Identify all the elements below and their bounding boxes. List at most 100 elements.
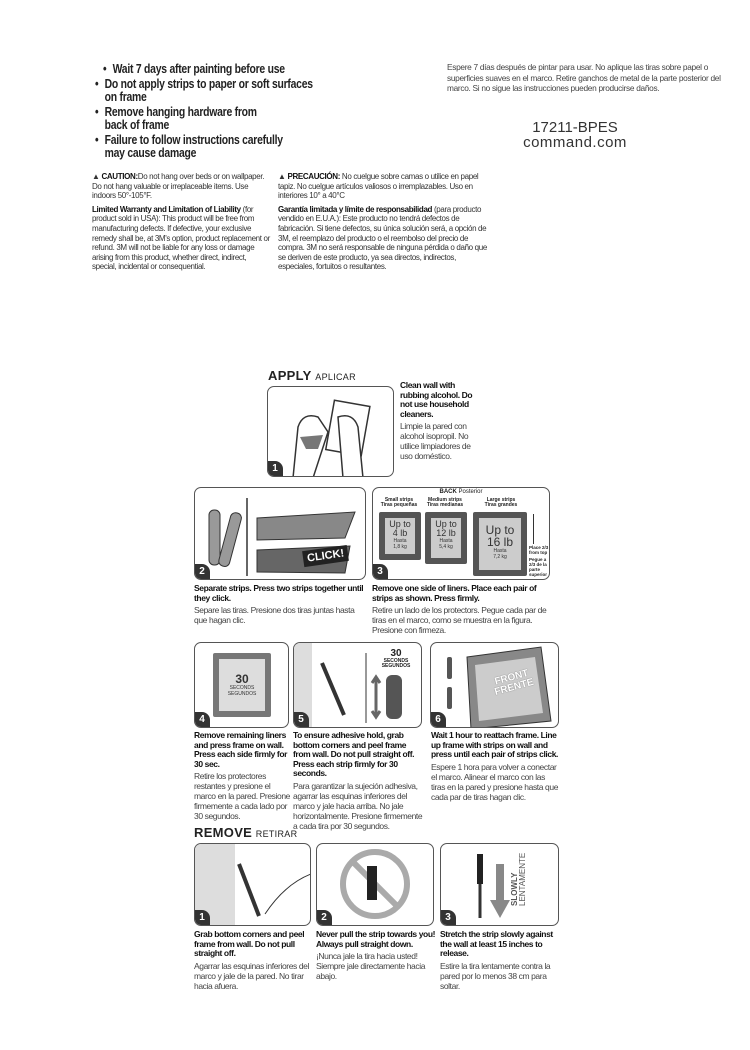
small-strips-es: Tiras pequeñas bbox=[380, 502, 418, 508]
hasta-label: Hasta bbox=[493, 548, 507, 554]
seconds-number: 30 bbox=[390, 648, 402, 659]
small-strips-en: Small strips bbox=[384, 497, 414, 503]
back-label-es: Posterior bbox=[458, 489, 483, 495]
remove-step-1-illustration: 1 bbox=[194, 843, 311, 926]
seconds-en: SECONDS bbox=[383, 658, 409, 664]
caution-es: ▲ PRECAUCIÓN: No cuelgue sobre camas o u… bbox=[278, 172, 479, 201]
warning-item: Do not apply strips to paper or soft sur… bbox=[95, 76, 323, 104]
warning-item: Remove hanging hardware from back of fra… bbox=[95, 104, 267, 132]
hasta-label: Hasta bbox=[393, 538, 407, 544]
warnings-english: Wait 7 days after painting before use Do… bbox=[95, 62, 331, 161]
apply-title-es: APLICAR bbox=[315, 372, 356, 382]
remove-step-2-es: ¡Nunca jale la tira hacia usted! Siempre… bbox=[316, 951, 426, 981]
warning-item: Failure to follow instructions carefully… bbox=[95, 132, 287, 160]
step-5-en: To ensure adhesive hold, grab bottom cor… bbox=[293, 730, 415, 778]
step-number: 3 bbox=[441, 910, 456, 925]
peel-frame-icon bbox=[237, 863, 310, 917]
remove-step-2-illustration: 2 bbox=[316, 843, 434, 926]
remove-step-3-es: Estire la tira lentamente contra la pare… bbox=[440, 960, 551, 991]
warnings-spanish: Espere 7 días después de pintar para usa… bbox=[447, 62, 721, 93]
step-6-es: Espere 1 hora para volver a conectar el … bbox=[431, 761, 559, 802]
step-4-en: Remove remaining liners and press frame … bbox=[194, 730, 288, 769]
remove-step-1-en: Grab bottom corners and peel frame from … bbox=[194, 929, 305, 958]
remove-title: REMOVE bbox=[194, 825, 253, 840]
large-strips-es: Tiras grandes bbox=[484, 502, 518, 508]
step-5-es: Para garantizar la sujeción adhesiva, ag… bbox=[293, 780, 423, 831]
step-number: 4 bbox=[195, 712, 210, 727]
step-number: 2 bbox=[317, 910, 332, 925]
step-number: 2 bbox=[195, 564, 210, 579]
apply-heading: APPLY APLICAR bbox=[268, 368, 356, 383]
step-4-es: Retire los protectores restantes y presi… bbox=[194, 771, 290, 821]
prohibited-icon bbox=[340, 849, 410, 919]
lentamente-label: LENTAMENTE bbox=[518, 852, 527, 906]
warranty-es: Garantía limitada y límite de responsabi… bbox=[278, 205, 493, 272]
website: command.com bbox=[523, 134, 627, 151]
caution-text: Do not hang over beds or on wallpaper. D… bbox=[92, 172, 265, 201]
remove-title-es: RETIRAR bbox=[255, 829, 298, 839]
capacity-lb: 16 lb bbox=[486, 535, 514, 549]
remove-step-1-es: Agarrar las esquinas inferiores del marc… bbox=[194, 960, 309, 991]
remove-step-2-en: Never pull the strip towards you! Always… bbox=[316, 929, 436, 949]
place-es: Pegue a 2/3 de la parte superior bbox=[529, 557, 548, 577]
step-number: 6 bbox=[431, 712, 446, 727]
caution-label: CAUTION: bbox=[101, 172, 138, 181]
press-strip-icon bbox=[320, 653, 402, 723]
medium-strips-es: Tiras medianas bbox=[426, 502, 464, 508]
stretch-strip-icon bbox=[477, 854, 510, 918]
step-3-en: Remove one side of liners. Place each pa… bbox=[372, 583, 537, 603]
seconds-es: SEGUNDOS bbox=[227, 691, 257, 697]
remove-step-3-illustration: SLOWLY LENTAMENTE 3 bbox=[440, 843, 559, 926]
apply-title: APPLY bbox=[268, 368, 312, 383]
caution-en: ▲ CAUTION:Do not hang over beds or on wa… bbox=[92, 172, 265, 201]
large-strips-en: Large strips bbox=[486, 497, 516, 503]
step-1-en: Clean wall with rubbing alcohol. Do not … bbox=[400, 380, 473, 419]
step-number: 1 bbox=[268, 461, 283, 476]
garantia-text: (para producto vendido en E.U.A.): Este … bbox=[278, 204, 487, 272]
step-6-en: Wait 1 hour to reattach frame. Line up f… bbox=[431, 730, 558, 759]
clean-wall-icon bbox=[292, 399, 371, 476]
step-2-en: Separate strips. Press two strips togeth… bbox=[194, 583, 364, 603]
step-2-es: Separe las tiras. Presione dos tiras jun… bbox=[194, 605, 355, 625]
precaucion-text: No cuelgue sobre camas o utilice en pape… bbox=[278, 172, 479, 201]
step-2-illustration: CLICK! 2 bbox=[194, 487, 366, 580]
capacity-kg: 5,4 kg bbox=[439, 544, 453, 550]
capacity-lb: 12 lb bbox=[436, 528, 456, 538]
warranty-text: (for product sold in USA): This product … bbox=[92, 204, 270, 272]
step-number: 1 bbox=[195, 910, 210, 925]
seconds-en: SECONDS bbox=[229, 685, 255, 691]
back-label: BACK bbox=[439, 489, 457, 495]
capacity-label: Up to bbox=[485, 523, 515, 537]
warranty-en: Limited Warranty and Limitation of Liabi… bbox=[92, 205, 270, 272]
remove-step-3-en: Stretch the strip slowly against the wal… bbox=[440, 929, 553, 958]
seconds-es: SEGUNDOS bbox=[381, 663, 411, 669]
garantia-label: Garantía limitada y límite de responsabi… bbox=[278, 204, 433, 214]
step-3-es: Retire un lado de los protectors. Pegue … bbox=[372, 605, 547, 635]
step-1-es: Limpie la pared con alcohol isopropil. N… bbox=[400, 421, 471, 461]
medium-strips-en: Medium strips bbox=[428, 497, 462, 503]
capacity-kg: 7,2 kg bbox=[493, 554, 507, 560]
seconds-number: 30 bbox=[235, 672, 249, 686]
warranty-label: Limited Warranty and Limitation of Liabi… bbox=[92, 204, 241, 214]
remove-heading: REMOVE RETIRAR bbox=[194, 825, 297, 840]
product-code: 17211-BPES bbox=[532, 119, 618, 136]
capacity-label: Up to bbox=[389, 519, 411, 529]
step-1-illustration: 1 bbox=[267, 386, 394, 477]
measure-line bbox=[533, 514, 534, 544]
warning-item: Wait 7 days after painting before use bbox=[103, 62, 331, 76]
capacity-lb: 4 lb bbox=[392, 528, 408, 538]
reattach-frame-icon bbox=[447, 646, 552, 727]
hasta-label: Hasta bbox=[439, 538, 453, 544]
step-number: 3 bbox=[373, 564, 388, 579]
capacity-label: Up to bbox=[435, 519, 457, 529]
step-number: 5 bbox=[294, 712, 309, 727]
capacity-kg: 1,8 kg bbox=[393, 544, 407, 550]
strips-click-icon bbox=[208, 498, 356, 576]
precaucion-label: PRECAUCIÓN: bbox=[287, 172, 341, 181]
